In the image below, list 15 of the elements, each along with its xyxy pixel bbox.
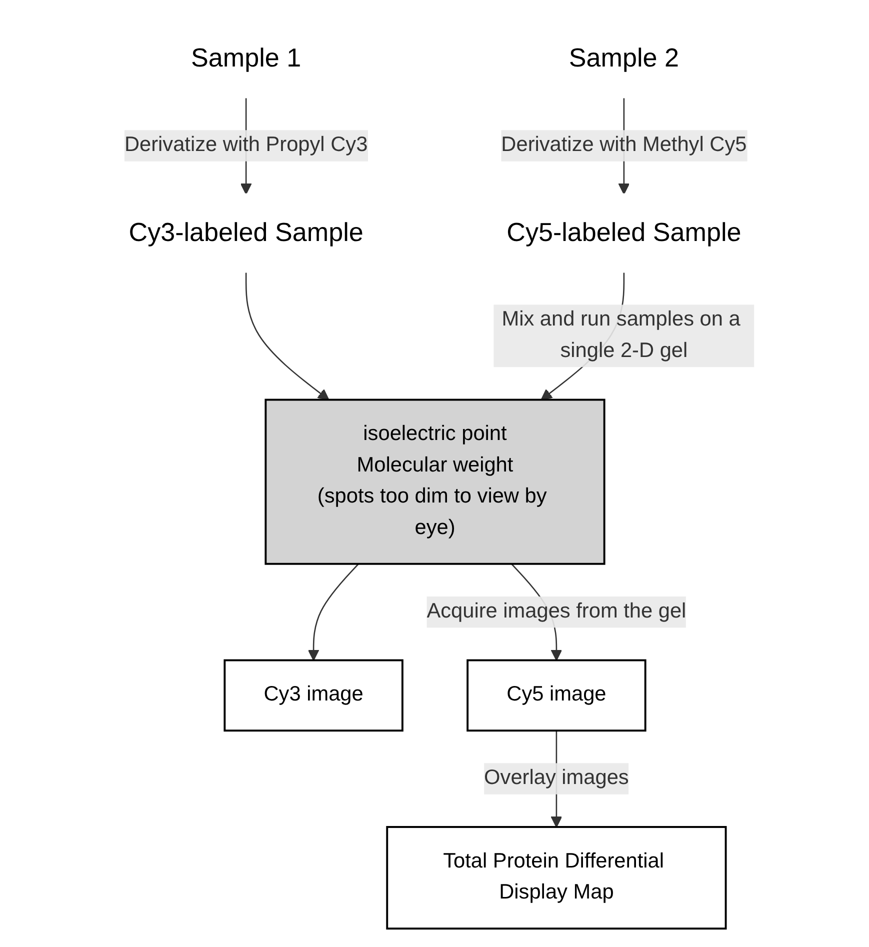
node-text: Sample 1 [190, 44, 301, 72]
node-text: Cy5-labeled Sample [506, 218, 741, 247]
edge-label: Overlay images [484, 766, 628, 789]
node-text: Cy3-labeled Sample [128, 218, 363, 247]
node-box: Cy5 image [466, 658, 646, 732]
node-box: Total Protein Differential Display Map [386, 826, 726, 930]
node-box: Cy3 image [223, 658, 403, 732]
edge-label: Mix and run samples on a single 2-D gel [501, 308, 740, 362]
edge-label: Acquire images from the gel [426, 600, 686, 622]
arrow [244, 272, 329, 400]
edge-label: Derivatize with Methyl Cy5 [500, 134, 746, 156]
edge-label: Derivatize with Propyl Cy3 [124, 134, 368, 156]
node-text: Sample 2 [568, 44, 678, 72]
arrow [307, 562, 358, 660]
node-box: isoelectric point Molecular weight (spots too dim to view by eye) [264, 398, 605, 564]
